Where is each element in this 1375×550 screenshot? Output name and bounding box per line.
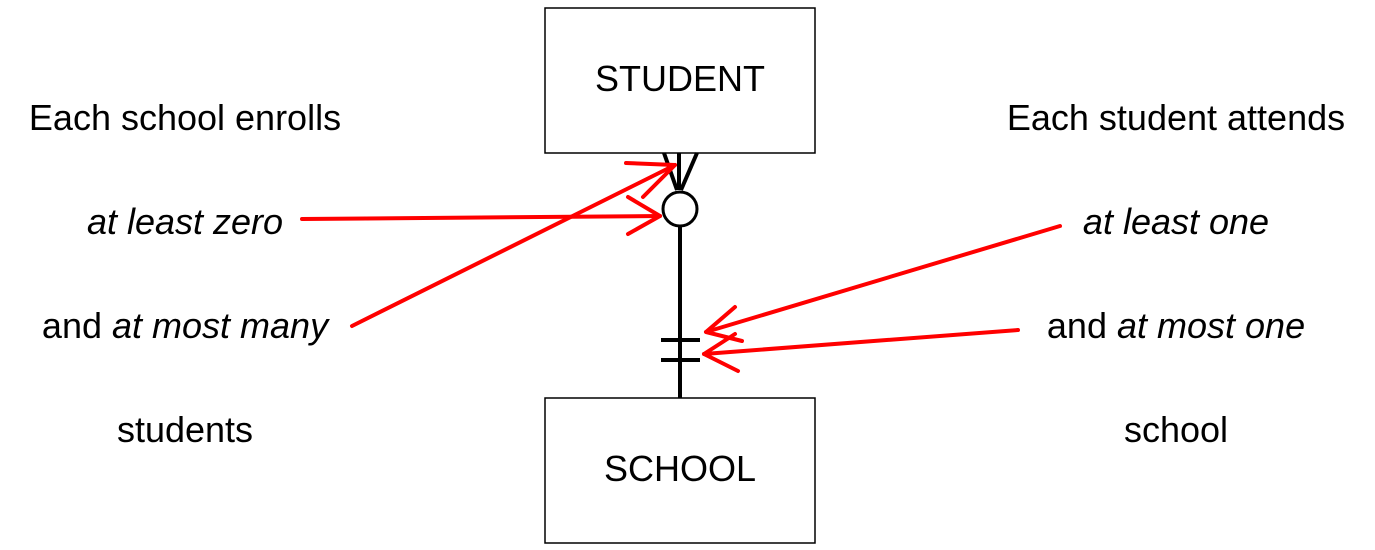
right-maximum-prefix: and [1047, 305, 1117, 346]
right-maximum: and at most one [1047, 305, 1305, 346]
left-minimum: at least zero [87, 201, 283, 242]
right-noun: school [1124, 409, 1228, 450]
arrow-at-most-many [350, 161, 677, 328]
entity-school: SCHOOL [544, 397, 816, 544]
left-noun: students [117, 409, 253, 450]
left-maximum-prefix: and [42, 305, 112, 346]
annotation-arrows [300, 161, 1062, 373]
entity-student-label: STUDENT [595, 58, 765, 99]
zero-minimum-circle [661, 190, 699, 228]
relationship-line [661, 152, 700, 398]
arrow-at-most-one [702, 328, 1020, 373]
right-minimum: at least one [1083, 201, 1269, 242]
left-heading: Each school enrolls [29, 97, 341, 138]
arrow-at-least-zero [300, 195, 662, 236]
left-maximum: and at most many [42, 305, 330, 346]
left-captions: Each school enrolls at least zero and at… [29, 97, 341, 450]
crows-foot-right-prong [679, 152, 699, 191]
entity-school-box [544, 397, 816, 544]
right-heading: Each student attends [1007, 97, 1345, 138]
right-captions: Each student attends at least one and at… [1007, 97, 1345, 450]
entity-school-label: SCHOOL [604, 448, 756, 489]
arrow-at-least-one [704, 224, 1062, 343]
entity-student: STUDENT [544, 7, 816, 154]
entity-student-box [544, 7, 816, 154]
left-maximum-value: at most many [112, 305, 330, 346]
right-maximum-value: at most one [1117, 305, 1305, 346]
